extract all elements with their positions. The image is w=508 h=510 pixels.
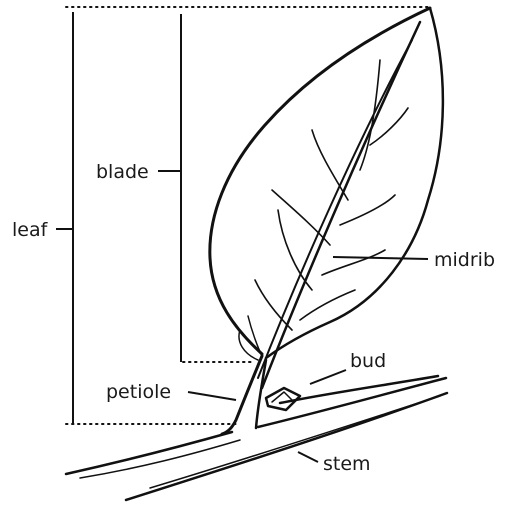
stem-label: stem [323, 453, 371, 475]
midrib-pointer-line [333, 257, 428, 259]
petiole-drawing [222, 356, 266, 434]
leaf-blade-drawing [210, 8, 443, 360]
petiole-label: petiole [106, 381, 171, 403]
blade-label: blade [96, 161, 149, 183]
stem-pointer-line [298, 452, 318, 462]
petiole-pointer-line [188, 392, 236, 400]
leaf-label: leaf [12, 219, 49, 241]
bud-label: bud [350, 350, 386, 372]
midrib-label: midrib [434, 249, 495, 271]
bud-pointer-line [310, 370, 346, 384]
midrib-and-veins [255, 22, 420, 388]
